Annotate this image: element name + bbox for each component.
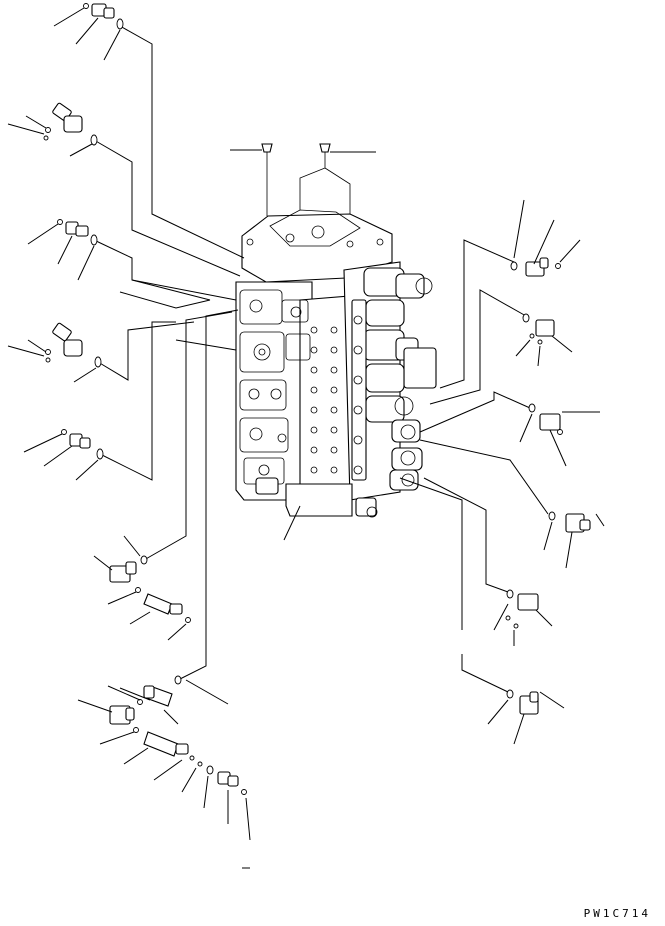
o-ring-icon	[557, 429, 563, 435]
elbow-fitting-icon	[63, 115, 83, 133]
o-ring-icon	[555, 263, 561, 269]
o-ring-icon	[43, 135, 49, 141]
fitting-group-12	[493, 589, 553, 646]
o-ring-icon	[189, 755, 195, 761]
leader-lines	[93, 25, 549, 705]
o-ring-icon	[61, 429, 67, 435]
o-ring-icon	[133, 727, 139, 733]
fitting-group-13	[487, 689, 565, 745]
fitting-group-7	[77, 675, 251, 869]
o-ring-icon	[505, 615, 511, 621]
o-ring-icon	[174, 675, 182, 685]
o-ring-icon	[522, 313, 530, 323]
fitting-group-1	[53, 3, 124, 61]
o-ring-icon	[135, 587, 141, 593]
o-ring-icon	[241, 789, 247, 795]
o-ring-icon	[185, 617, 191, 623]
fitting-group-9	[515, 313, 573, 367]
o-ring-icon	[94, 356, 102, 368]
o-ring-icon	[528, 403, 536, 413]
o-ring-icon	[506, 589, 514, 599]
elbow-fitting-icon	[517, 593, 539, 611]
drawing-number: PW1C714	[583, 907, 651, 920]
o-ring-icon	[116, 18, 124, 30]
o-ring-icon	[83, 3, 89, 9]
o-ring-icon	[90, 134, 98, 146]
fitting-group-8	[510, 199, 581, 277]
o-ring-icon	[96, 448, 104, 460]
o-ring-icon	[45, 349, 51, 355]
fitting-group-5	[23, 429, 104, 481]
elbow-fitting-icon	[539, 413, 561, 431]
o-ring-icon	[529, 333, 535, 339]
o-ring-icon	[90, 234, 98, 246]
o-ring-icon	[45, 357, 51, 363]
o-ring-icon	[206, 765, 214, 775]
fitting-group-3	[27, 219, 98, 281]
o-ring-icon	[140, 555, 148, 565]
fitting-group-2	[7, 102, 98, 157]
elbow-fitting-icon	[535, 319, 555, 337]
spool-caps	[351, 267, 437, 491]
o-ring-icon	[537, 339, 543, 345]
fitting-group-10	[519, 403, 600, 467]
fitting-group-4	[7, 322, 102, 383]
o-ring-icon	[510, 261, 518, 271]
o-ring-icon	[197, 761, 203, 767]
elbow-fitting-icon	[63, 339, 83, 357]
o-ring-icon	[506, 689, 514, 699]
o-ring-icon	[45, 127, 51, 133]
o-ring-icon	[548, 511, 556, 521]
plug-icon	[143, 731, 179, 757]
o-ring-icon	[57, 219, 63, 225]
main-valve-block	[230, 143, 437, 518]
o-ring-icon	[513, 623, 519, 629]
fitting-group-11	[543, 511, 605, 569]
plug-icon	[143, 593, 173, 615]
port-holes	[310, 326, 338, 474]
o-ring-icon	[137, 699, 143, 705]
fitting-group-6	[93, 535, 191, 641]
